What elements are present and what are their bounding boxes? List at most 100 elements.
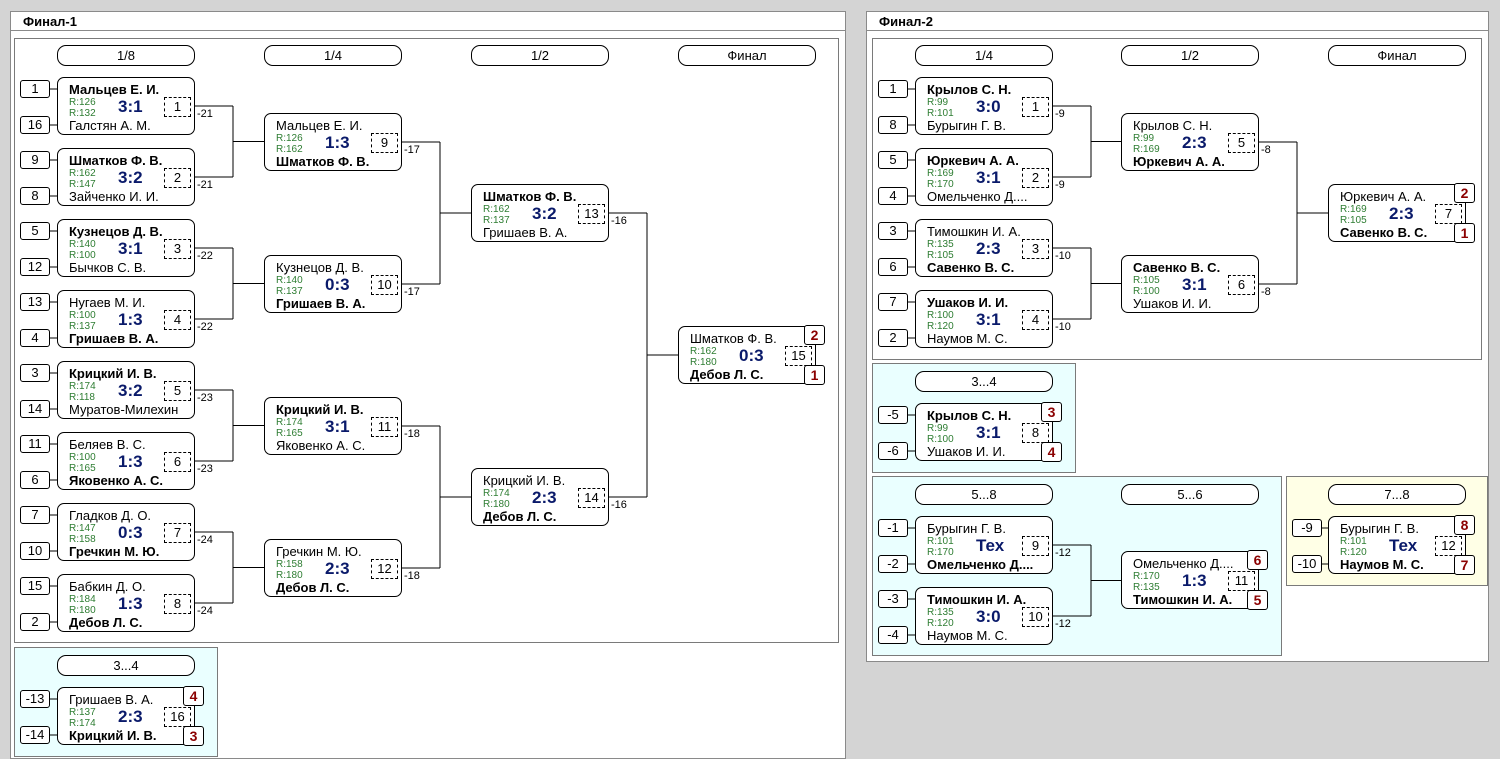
player-2-rating: R:120 <box>927 321 954 332</box>
match-number: 10 <box>1022 607 1049 627</box>
player-2-name: Зайченко И. И. <box>69 189 159 204</box>
player-1-name: Омельченко Д.... <box>1133 556 1234 571</box>
player-2-name: Бурыгин Г. В. <box>927 118 1006 133</box>
match-number: 2 <box>1022 168 1049 188</box>
match-score: 3:1 <box>976 310 1001 329</box>
round-header: 1/4 <box>264 45 402 66</box>
match-score: 0:3 <box>739 346 764 365</box>
player-2-name: Савенко В. С. <box>927 260 1015 275</box>
player-1-name: Бурыгин Г. В. <box>927 521 1006 536</box>
player-2-rating: R:180 <box>483 499 510 510</box>
match-score: 1:3 <box>118 594 143 613</box>
player-1-name: Тимошкин И. А. <box>927 224 1021 239</box>
player-1-rating: R:174 <box>69 381 96 392</box>
player-1-name: Беляев В. С. <box>69 437 146 452</box>
player-1-rating: R:126 <box>276 133 303 144</box>
match-number: 7 <box>164 523 191 543</box>
player-1-rating: R:140 <box>69 239 96 250</box>
player-2-rating: R:105 <box>927 250 954 261</box>
match-number: 12 <box>371 559 398 579</box>
seed-number: 6 <box>20 471 50 489</box>
player-2-rating: R:120 <box>1340 547 1367 558</box>
player-2-name: Ушаков И. И. <box>1133 296 1212 311</box>
player-1-name: Мальцев Е. И. <box>276 118 363 133</box>
player-1-rating: R:126 <box>69 97 96 108</box>
player-1-name: Савенко В. С. <box>1133 260 1221 275</box>
player-1-rating: R:101 <box>1340 536 1367 547</box>
seed-number: 7 <box>20 506 50 524</box>
match-number: 8 <box>164 594 191 614</box>
player-2-rating: R:101 <box>927 108 954 119</box>
match-number: 6 <box>1228 275 1255 295</box>
player-2-name: Яковенко А. С. <box>69 473 164 488</box>
loser-link-label: -23 <box>197 392 213 404</box>
player-1-rating: R:162 <box>690 346 717 357</box>
match-number: 1 <box>164 97 191 117</box>
match-number: 9 <box>371 133 398 153</box>
match-score: 1:3 <box>325 133 350 152</box>
place-badge: 2 <box>1454 183 1475 203</box>
match-score: 3:1 <box>325 417 350 436</box>
loser-link-label: -12 <box>1055 618 1071 630</box>
player-1-name: Кузнецов Д. В. <box>69 224 163 239</box>
player-1-name: Шматков Ф. В. <box>690 331 777 346</box>
player-2-rating: R:137 <box>483 215 510 226</box>
seed-number: 13 <box>20 293 50 311</box>
place-badge: 8 <box>1454 515 1475 535</box>
seed-number: -3 <box>878 590 908 608</box>
player-1-name: Крылов С. Н. <box>927 82 1012 97</box>
player-1-rating: R:100 <box>69 310 96 321</box>
seed-number: 1 <box>20 80 50 98</box>
match-score: 2:3 <box>1182 133 1207 152</box>
player-1-name: Гречкин М. Ю. <box>276 544 362 559</box>
match-score: 2:3 <box>976 239 1001 258</box>
player-2-name: Дебов Л. С. <box>690 367 764 382</box>
player-2-name: Гришаев В. А. <box>276 296 366 311</box>
match-number: 15 <box>785 346 812 366</box>
match-score: Тех <box>1389 536 1418 555</box>
player-2-rating: R:165 <box>69 463 96 474</box>
seed-number: 12 <box>20 258 50 276</box>
round-header: 7...8 <box>1328 484 1466 505</box>
place-badge: 1 <box>804 365 825 385</box>
player-2-name: Дебов Л. С. <box>483 509 557 524</box>
match-number: 13 <box>578 204 605 224</box>
loser-link-label: -21 <box>197 179 213 191</box>
seed-number: 10 <box>20 542 50 560</box>
round-header: 1/2 <box>471 45 609 66</box>
player-1-rating: R:100 <box>927 310 954 321</box>
player-1-rating: R:101 <box>927 536 954 547</box>
match-number: 9 <box>1022 536 1049 556</box>
player-1-name: Крицкий И. В. <box>276 402 364 417</box>
match-score: 2:3 <box>532 488 557 507</box>
player-2-rating: R:180 <box>69 605 96 616</box>
